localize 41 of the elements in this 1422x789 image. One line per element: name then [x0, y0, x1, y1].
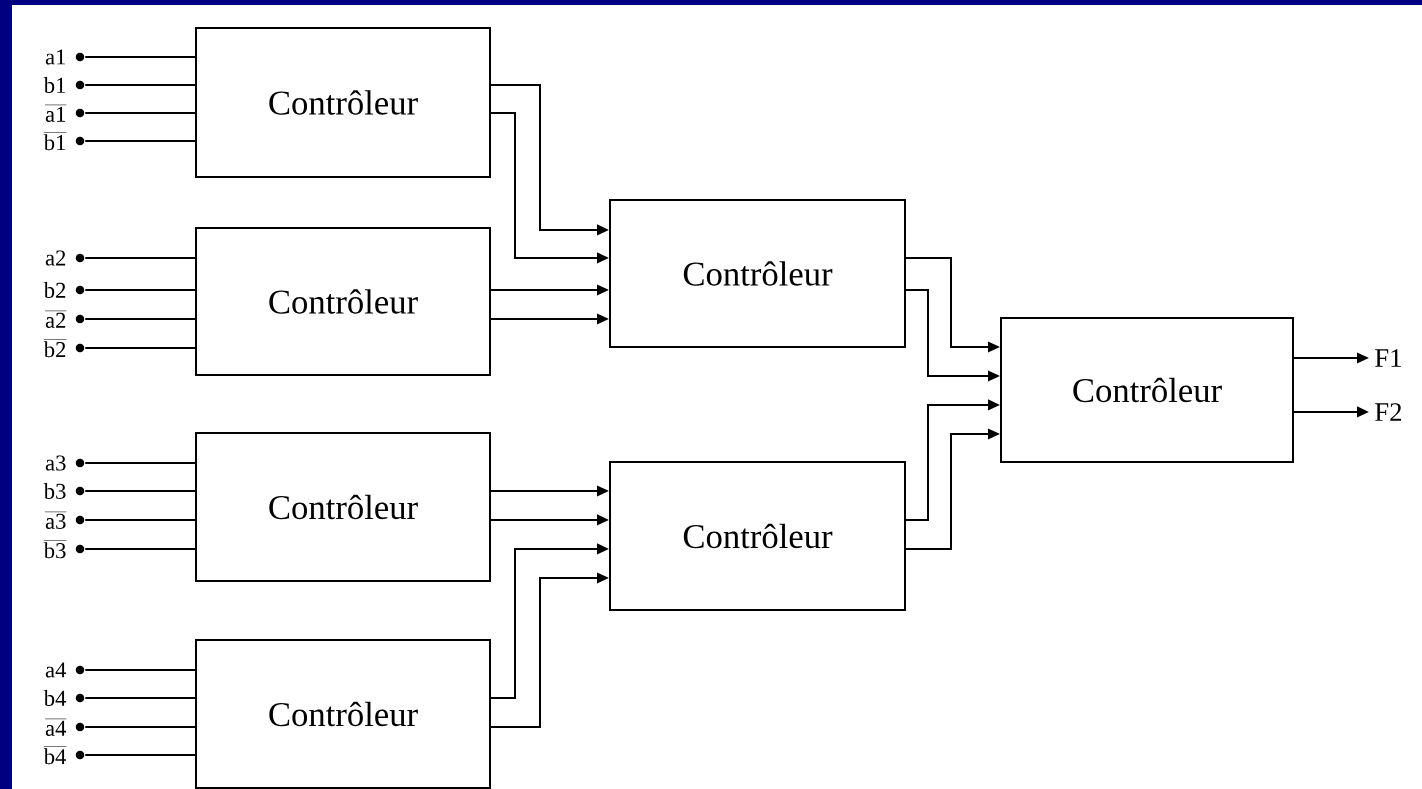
input-line	[84, 519, 196, 521]
input-label: $\overline{\mathrm{a4}}$	[45, 718, 67, 736]
input-label: a4	[45, 662, 67, 678]
controller-box: Contrôleur	[1000, 317, 1294, 463]
input-line	[84, 289, 196, 291]
input-line	[84, 697, 196, 699]
input-label: $\overline{\mathrm{b2}}$	[43, 339, 67, 358]
input-line	[84, 490, 196, 492]
input-line	[84, 257, 196, 259]
input-line	[84, 726, 196, 728]
input-label: b1	[43, 77, 66, 93]
controller-box: Contrôleur	[195, 27, 491, 178]
input-label: b4	[43, 690, 67, 706]
input-label: $\overline{\mathrm{a3}}$	[45, 511, 67, 529]
controller-box: Contrôleur	[609, 461, 906, 611]
input-line	[84, 318, 196, 320]
input-label: $\overline{\mathrm{b3}}$	[43, 540, 67, 559]
output-label: F1	[1375, 349, 1401, 367]
input-line	[84, 140, 196, 142]
input-label: b3	[43, 483, 66, 499]
input-line	[84, 669, 196, 671]
input-line	[84, 112, 196, 114]
input-label: a2	[45, 250, 66, 266]
input-line	[84, 84, 196, 86]
input-label: $\overline{\mathrm{a2}}$	[45, 310, 67, 328]
input-line	[84, 754, 196, 756]
input-label: a3	[45, 455, 66, 471]
input-label: b2	[43, 282, 66, 298]
input-line	[84, 56, 196, 58]
controller-box: Contrôleur	[195, 432, 491, 582]
input-label: $\overline{\mathrm{b4}}$	[43, 746, 67, 765]
input-label: a1	[45, 49, 66, 65]
input-line	[84, 347, 196, 349]
controller-box: Contrôleur	[609, 199, 906, 348]
input-label: $\overline{\mathrm{b1}}$	[43, 132, 67, 151]
input-line	[84, 462, 196, 464]
input-label: $\overline{\mathrm{a1}}$	[45, 104, 67, 122]
input-line	[84, 548, 196, 550]
controller-box: Contrôleur	[195, 639, 491, 789]
output-label: F2	[1375, 403, 1401, 421]
controller-box: Contrôleur	[195, 227, 491, 376]
